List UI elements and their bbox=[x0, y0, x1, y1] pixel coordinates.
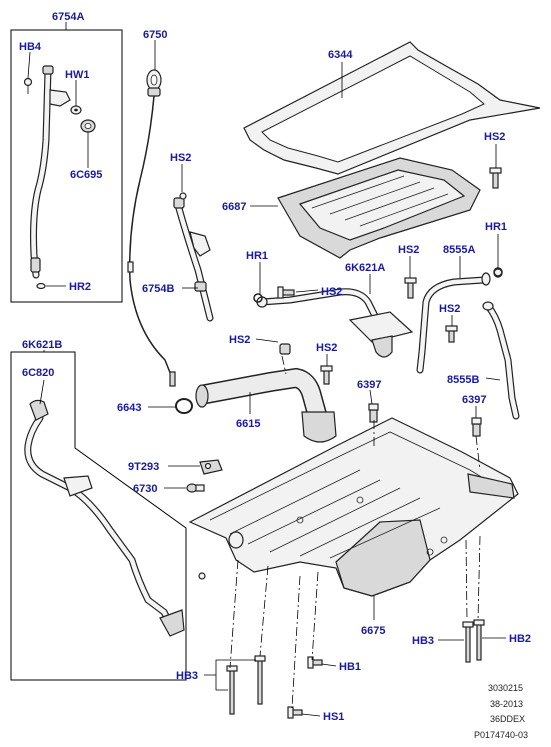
reference-line-4: P0174740-03 bbox=[474, 730, 528, 740]
seal-6c695 bbox=[80, 119, 96, 133]
bolt-hs1 bbox=[287, 706, 303, 719]
callout-HB3-left: HB3 bbox=[176, 670, 198, 682]
callout-6750: 6750 bbox=[143, 29, 167, 41]
stud-hs2-pan bbox=[489, 167, 502, 189]
callout-HS2-pan: HS2 bbox=[484, 131, 505, 143]
windage-tray-6687 bbox=[277, 157, 481, 259]
callout-HS2-dip: HS2 bbox=[170, 152, 191, 164]
dipstick-tube-lower bbox=[173, 192, 214, 322]
callout-HR1-right: HR1 bbox=[485, 221, 507, 233]
callout-6754A: 6754A bbox=[52, 11, 84, 23]
callout-HR2: HR2 bbox=[69, 281, 91, 293]
drain-plug-6730 bbox=[186, 483, 205, 493]
callout-HS2-pick: HS2 bbox=[229, 334, 250, 346]
reference-line-3: 36DDEX bbox=[490, 714, 525, 724]
oil-level-sensor-9t293 bbox=[199, 459, 223, 475]
oring-hr1-left bbox=[253, 293, 263, 303]
pickup-assembly-6k621b bbox=[24, 399, 206, 637]
callout-6675: 6675 bbox=[361, 625, 385, 637]
callout-8555A: 8555A bbox=[443, 244, 475, 256]
gasket-6344 bbox=[243, 41, 541, 175]
cooler-pipe-8555a bbox=[416, 268, 503, 374]
o-ring-hr2 bbox=[36, 282, 46, 290]
callout-HS1: HS1 bbox=[323, 711, 344, 723]
callout-6C820: 6C820 bbox=[22, 367, 54, 379]
bolts-hb3-hb2-right bbox=[462, 619, 485, 663]
callout-HS2-8555: HS2 bbox=[398, 244, 419, 256]
bolt-hs2-pick bbox=[320, 365, 333, 385]
sensor-6397-b bbox=[471, 417, 482, 437]
callout-HB4: HB4 bbox=[19, 41, 42, 53]
dipstick-tube-upper bbox=[23, 65, 71, 279]
callout-HR1-left: HR1 bbox=[246, 250, 268, 262]
callout-9T293: 9T293 bbox=[128, 461, 159, 473]
pickup-tube-6k621a bbox=[256, 288, 414, 358]
callout-HW1: HW1 bbox=[65, 69, 89, 81]
callout-HB3-right: HB3 bbox=[412, 635, 434, 647]
bolt-hs2-bracket bbox=[445, 325, 458, 343]
oil-pan-6675 bbox=[188, 417, 519, 597]
callout-HB2: HB2 bbox=[509, 633, 531, 645]
callout-6K621A: 6K621A bbox=[345, 262, 385, 274]
bolt-hs2-8555 bbox=[404, 277, 417, 299]
callout-6C695: 6C695 bbox=[70, 169, 102, 181]
callout-6397-a: 6397 bbox=[357, 379, 381, 391]
reference-line-1: 3030215 bbox=[488, 683, 523, 693]
callout-HS2-pick2: HS2 bbox=[316, 342, 337, 354]
cooler-pipe-8555b bbox=[482, 301, 520, 420]
callout-6397-b: 6397 bbox=[462, 394, 486, 406]
leader-lines bbox=[27, 40, 506, 717]
callout-HS2-bracket: HS2 bbox=[439, 303, 460, 315]
bolt-hs2-mid bbox=[277, 286, 295, 299]
callout-6687: 6687 bbox=[222, 201, 246, 213]
callout-6344: 6344 bbox=[328, 49, 353, 61]
callout-6643: 6643 bbox=[117, 402, 141, 414]
callout-6615: 6615 bbox=[236, 418, 260, 430]
washer-hw1 bbox=[70, 105, 82, 115]
assembly-lines bbox=[229, 355, 481, 709]
suction-tube-6615 bbox=[195, 343, 337, 443]
callout-6730: 6730 bbox=[133, 483, 157, 495]
bolt-hb1 bbox=[307, 656, 323, 669]
callout-6K621B: 6K621B bbox=[22, 339, 62, 351]
callout-HS2-mid: HS2 bbox=[321, 286, 342, 298]
group-box-6K621B bbox=[10, 351, 187, 681]
callout-6754B: 6754B bbox=[142, 283, 174, 295]
sensor-6397-a bbox=[368, 403, 379, 423]
o-ring-6643 bbox=[175, 398, 193, 414]
dipstick-6750 bbox=[127, 69, 176, 387]
callout-HB1: HB1 bbox=[339, 661, 361, 673]
reference-line-2: 38-2013 bbox=[490, 699, 523, 709]
callout-8555B: 8555B bbox=[447, 374, 479, 386]
group-box-6754A bbox=[10, 29, 123, 303]
bolts-hb3-left bbox=[226, 655, 266, 715]
